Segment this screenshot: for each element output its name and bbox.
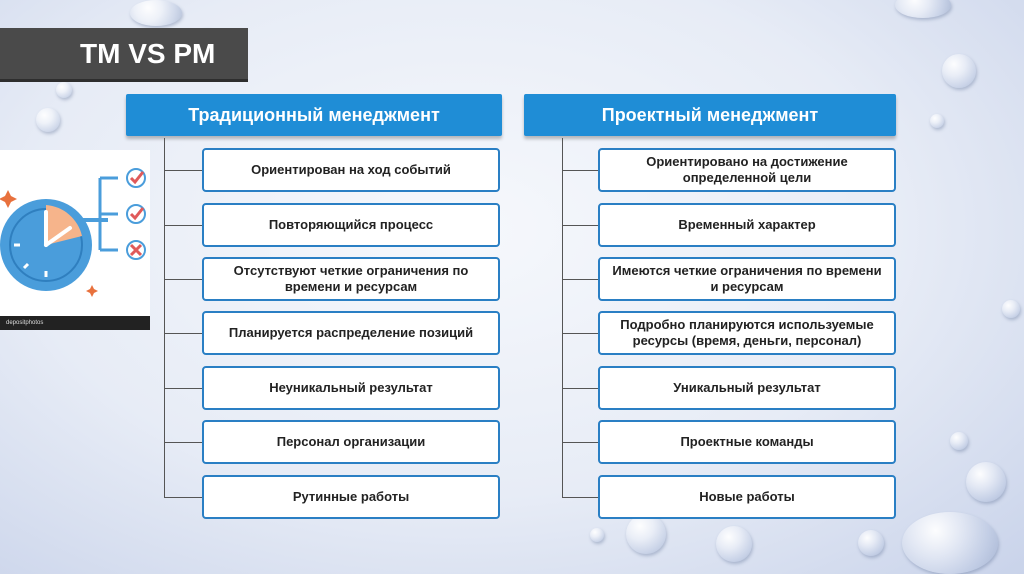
- left-column-header: Традиционный менеджмент: [126, 94, 502, 136]
- right-item-text: Имеются четкие ограничения по времени и …: [612, 263, 882, 294]
- water-drop: [902, 512, 998, 574]
- left-tree-branch: [164, 333, 202, 334]
- right-tree-trunk: [562, 138, 563, 498]
- left-item: Отсутствуют четкие ограничения по времен…: [202, 257, 500, 301]
- left-tree-branch: [164, 388, 202, 389]
- water-drop: [590, 528, 604, 542]
- left-header-text: Традиционный менеджмент: [188, 104, 440, 125]
- right-item: Имеются четкие ограничения по времени и …: [598, 257, 896, 301]
- right-tree-branch: [562, 170, 598, 171]
- right-item: Уникальный результат: [598, 366, 896, 410]
- left-item-text: Повторяющийся процесс: [268, 217, 434, 232]
- left-tree-branch: [164, 170, 202, 171]
- water-drop: [950, 432, 968, 450]
- left-item: Рутинные работы: [202, 475, 500, 519]
- right-column-header: Проектный менеджмент: [524, 94, 896, 136]
- water-drop: [942, 54, 976, 88]
- slide-title: TM VS PM: [0, 28, 248, 82]
- left-item-text: Ориентирован на ход событий: [251, 162, 451, 177]
- left-item-text: Неуникальный результат: [269, 380, 433, 395]
- right-item-text: Временный характер: [678, 217, 816, 232]
- left-item-text: Рутинные работы: [292, 489, 410, 504]
- left-item: Повторяющийся процесс: [202, 203, 500, 247]
- right-item-text: Проектные команды: [680, 434, 814, 449]
- left-item: Ориентирован на ход событий: [202, 148, 500, 192]
- left-tree-trunk: [164, 138, 165, 498]
- right-tree-branch: [562, 279, 598, 280]
- clock-with-checklist-icon: [0, 168, 146, 297]
- left-item-text: Персонал организации: [276, 434, 426, 449]
- water-drop: [966, 462, 1006, 502]
- right-item: Подробно планируются используемые ресурс…: [598, 311, 896, 355]
- water-drop: [626, 514, 666, 554]
- left-tree-branch: [164, 279, 202, 280]
- right-item: Проектные команды: [598, 420, 896, 464]
- slide-title-text: TM VS PM: [80, 37, 216, 69]
- right-item-text: Новые работы: [699, 489, 795, 504]
- left-item-text: Отсутствуют четкие ограничения по времен…: [233, 263, 469, 294]
- right-item: Ориентировано на достижение определенной…: [598, 148, 896, 192]
- water-drop: [930, 114, 944, 128]
- left-item: Персонал организации: [202, 420, 500, 464]
- left-tree-branch: [164, 225, 202, 226]
- water-drop: [1002, 300, 1020, 318]
- right-header-text: Проектный менеджмент: [601, 104, 819, 125]
- water-drop: [130, 0, 182, 26]
- water-drop: [56, 82, 72, 98]
- right-tree-branch: [562, 388, 598, 389]
- right-tree-branch: [562, 333, 598, 334]
- water-drop: [895, 0, 951, 18]
- water-drop: [36, 108, 60, 132]
- left-item: Планируется распределение позиций: [202, 311, 500, 355]
- right-item-text: Подробно планируются используемые ресурс…: [620, 317, 874, 348]
- left-item: Неуникальный результат: [202, 366, 500, 410]
- right-item-text: Уникальный результат: [673, 380, 821, 395]
- left-tree-branch: [164, 442, 202, 443]
- right-item: Временный характер: [598, 203, 896, 247]
- water-drop: [716, 526, 752, 562]
- right-tree-branch: [562, 497, 598, 498]
- right-tree-branch: [562, 225, 598, 226]
- right-tree-branch: [562, 442, 598, 443]
- right-item-text: Ориентировано на достижение определенной…: [646, 154, 848, 185]
- watermark: depositphotos: [0, 316, 150, 330]
- right-item: Новые работы: [598, 475, 896, 519]
- left-tree-branch: [164, 497, 202, 498]
- clock-checklist-illustration: depositphotos: [0, 150, 150, 330]
- watermark-text: depositphotos: [6, 320, 44, 326]
- water-drop: [858, 530, 884, 556]
- left-item-text: Планируется распределение позиций: [228, 325, 474, 340]
